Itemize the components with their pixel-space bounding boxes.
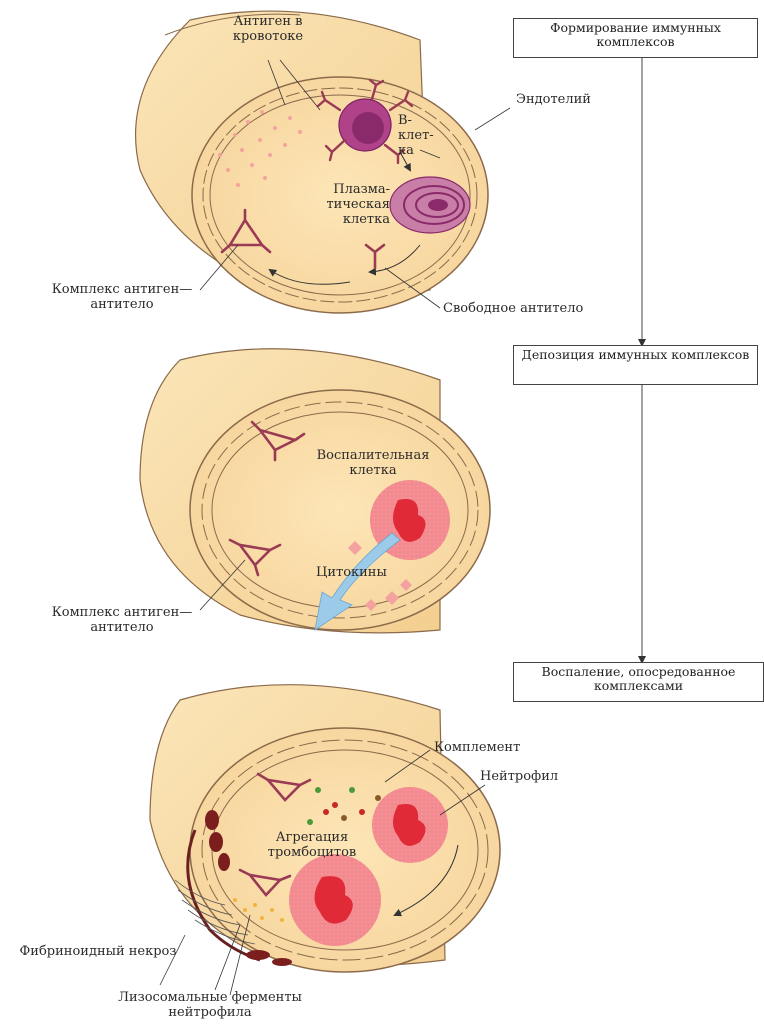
stage-title-formation: Формирование иммунных комплексов (550, 20, 721, 49)
label-fibrinoid-necrosis: Фибриноидный некроз (18, 944, 178, 959)
stage-title-inflammation: Воспаление, опосредованное комплексами (542, 664, 736, 693)
label-complex-2: Комплекс антиген—антитело (42, 605, 202, 635)
stage-title-deposition: Депозиция иммунных комплексов (522, 347, 750, 362)
panel-2-vessel (140, 349, 490, 633)
label-neutrophil: Нейтрофил (480, 769, 558, 784)
neutrophil-shape-1 (372, 787, 448, 863)
label-endothelium: Эндотелий (516, 92, 591, 107)
label-inflammatory-cell: Воспалительная клетка (308, 448, 438, 478)
label-cytokines: Цитокины (316, 565, 387, 580)
label-b-cell: В-клет- ка (398, 113, 442, 158)
label-complement: Комплемент (434, 740, 520, 755)
stage-box-deposition: Депозиция иммунных комплексов (513, 345, 758, 385)
label-lysosomal-enzymes: Лизосомальные ферменты нейтрофила (110, 990, 310, 1020)
stage-box-formation: Формирование иммунных комплексов (513, 18, 758, 58)
label-plasma-cell: Плазма- тическая клетка (298, 182, 390, 227)
label-free-antibody: Свободное антитело (443, 301, 583, 316)
plasma-cell-shape (390, 177, 470, 233)
label-platelet-aggregation: Агрегация тромбоцитов (257, 830, 367, 860)
stage-box-inflammation: Воспаление, опосредованное комплексами (513, 662, 764, 702)
label-antigen: Антиген в кровотоке (218, 14, 318, 44)
label-complex-1: Комплекс антиген—антитело (42, 282, 202, 312)
panel-1-vessel (136, 11, 488, 313)
neutrophil-shape-2 (289, 854, 381, 946)
